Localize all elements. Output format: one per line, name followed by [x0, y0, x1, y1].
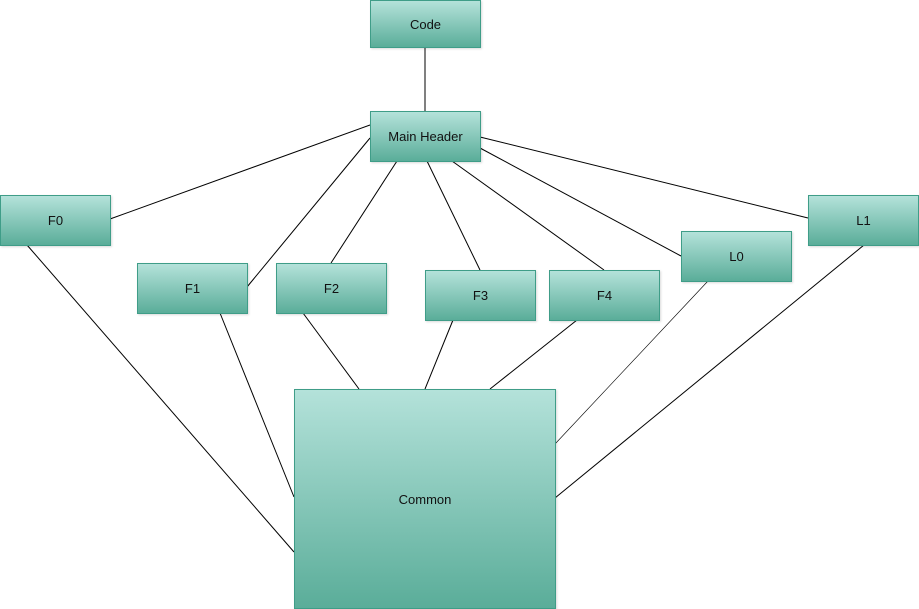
node-label: Main Header [388, 129, 463, 144]
node-code[interactable]: Code [370, 0, 481, 48]
edge-main-header-f0 [109, 124, 371, 220]
node-l0[interactable]: L0 [681, 231, 792, 282]
edge-main-header-l1 [479, 136, 809, 219]
edge-f4-common [489, 319, 578, 390]
node-label: Code [409, 16, 442, 32]
node-label: F1 [184, 281, 201, 296]
edge-main-header-l0 [479, 147, 682, 257]
edge-l0-common [554, 280, 709, 445]
edge-main-header-f2 [330, 160, 398, 264]
node-label: L1 [856, 213, 871, 228]
edge-main-header-f3 [426, 160, 481, 271]
edge-f3-common [424, 319, 454, 390]
node-label: L0 [729, 249, 744, 264]
node-l1[interactable]: L1 [808, 195, 919, 246]
node-label: Common [398, 491, 452, 507]
node-f3[interactable]: F3 [425, 270, 536, 321]
node-label: F4 [596, 288, 613, 303]
edge-f1-common [219, 312, 295, 498]
node-f1[interactable]: F1 [137, 263, 248, 314]
edge-main-header-f4 [451, 160, 605, 271]
edge-main-header-f1 [246, 137, 371, 288]
node-common[interactable]: Common [294, 389, 556, 609]
node-label: F0 [47, 213, 64, 228]
edge-l1-common [554, 244, 865, 499]
edge-f0-common [26, 244, 295, 553]
node-label: F2 [323, 281, 340, 296]
node-main-header[interactable]: Main Header [370, 111, 481, 162]
node-f4[interactable]: F4 [549, 270, 660, 321]
node-f2[interactable]: F2 [276, 263, 387, 314]
node-f0[interactable]: F0 [0, 195, 111, 246]
node-label: F3 [472, 288, 489, 303]
edge-f2-common [302, 312, 360, 390]
